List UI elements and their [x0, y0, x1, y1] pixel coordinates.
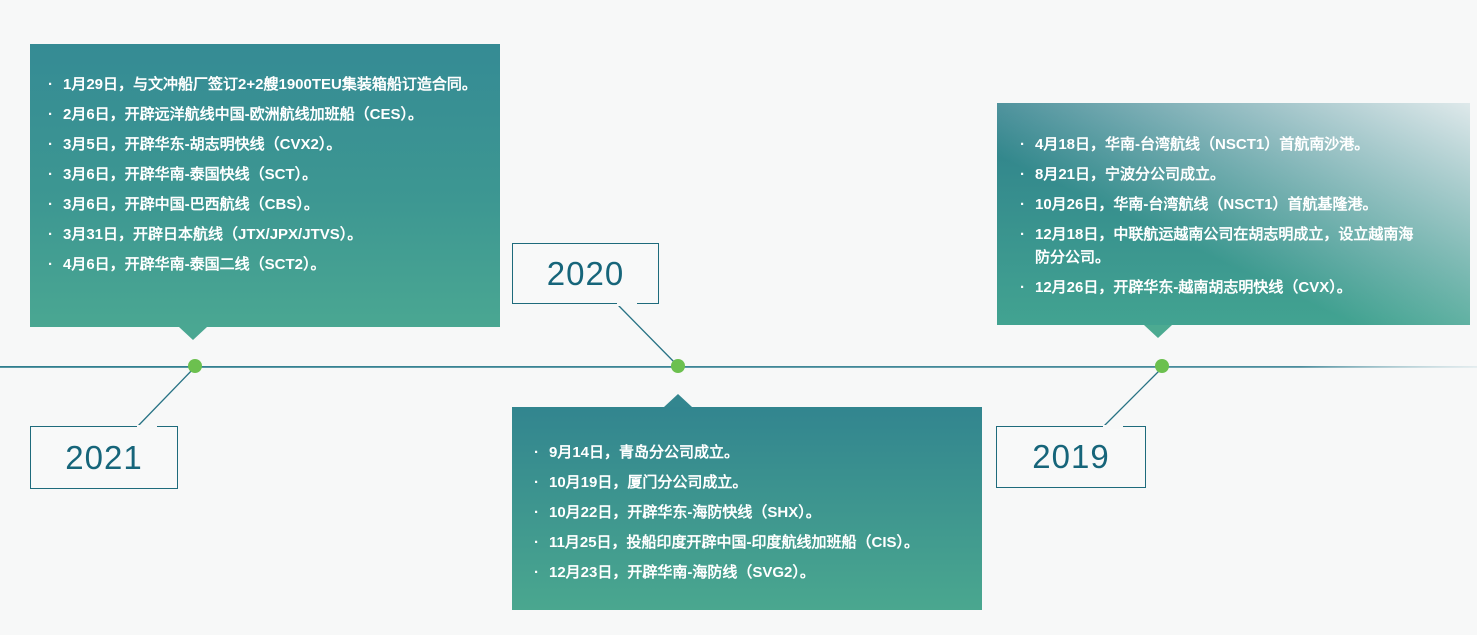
event-text: 2月6日，开辟远洋航线中国-欧洲航线加班船（CES）。 — [63, 106, 424, 123]
bullet-dot-icon: · — [48, 106, 53, 123]
bullet-dot-icon: · — [534, 564, 539, 581]
timeline-dot-2019 — [1155, 359, 1169, 373]
event-text: 9月14日，青岛分公司成立。 — [549, 444, 740, 461]
label-border-notch — [617, 301, 637, 306]
event-text: 12月26日，开辟华东-越南胡志明快线（CVX）。 — [1035, 279, 1352, 296]
bullet-dot-icon: · — [48, 166, 53, 183]
event-list-2021: · 1月29日，与文冲船厂签订2+2艘1900TEU集装箱船订造合同。 · 2月… — [48, 73, 484, 276]
event-text: 8月21日，宁波分公司成立。 — [1035, 166, 1226, 183]
bullet-dot-icon: · — [534, 444, 539, 461]
bullet-dot-icon: · — [48, 226, 53, 243]
bullet-dot-icon: · — [534, 534, 539, 551]
event-card-2019: · 4月18日，华南-台湾航线（NSCT1）首航南沙港。 · 8月21日，宁波分… — [997, 103, 1470, 338]
bullet-dot-icon: · — [1020, 136, 1025, 153]
event-list-2020: · 9月14日，青岛分公司成立。 · 10月19日，厦门分公司成立。 · 10月… — [534, 441, 952, 584]
bullet-dot-icon: · — [48, 196, 53, 213]
leader-line-2019 — [1102, 366, 1164, 428]
timeline-dot-2020 — [671, 359, 685, 373]
bullet-dot-icon: · — [1020, 166, 1025, 183]
label-border-notch — [1103, 424, 1123, 429]
bullet-dot-icon: · — [48, 256, 53, 273]
event-text: 1月29日，与文冲船厂签订2+2艘1900TEU集装箱船订造合同。 — [63, 76, 477, 93]
event-card-2021: · 1月29日，与文冲船厂签订2+2艘1900TEU集装箱船订造合同。 · 2月… — [30, 44, 500, 340]
event-text: 10月19日，厦门分公司成立。 — [549, 474, 748, 491]
event-text: 3月31日，开辟日本航线（JTX/JPX/JTVS）。 — [63, 226, 363, 243]
event-item: · 10月19日，厦门分公司成立。 — [534, 471, 952, 494]
bullet-dot-icon: · — [48, 76, 53, 93]
event-item: · 1月29日，与文冲船厂签订2+2艘1900TEU集装箱船订造合同。 — [48, 73, 484, 96]
event-item: · 3月6日，开辟中国-巴西航线（CBS）。 — [48, 193, 484, 216]
event-item: · 4月18日，华南-台湾航线（NSCT1）首航南沙港。 — [1020, 133, 1425, 156]
bullet-dot-icon: · — [1020, 226, 1025, 243]
card-pointer-2019 — [1144, 325, 1172, 338]
event-item: · 3月31日，开辟日本航线（JTX/JPX/JTVS）。 — [48, 223, 484, 246]
year-text: 2021 — [65, 438, 143, 476]
year-label-2021: 2021 — [30, 424, 178, 489]
bullet-dot-icon: · — [1020, 196, 1025, 213]
event-item: · 8月21日，宁波分公司成立。 — [1020, 163, 1425, 186]
event-item: · 12月26日，开辟华东-越南胡志明快线（CVX）。 — [1020, 276, 1425, 299]
label-border-notch — [137, 424, 157, 429]
bullet-dot-icon: · — [534, 504, 539, 521]
event-card-2020: · 9月14日，青岛分公司成立。 · 10月19日，厦门分公司成立。 · 10月… — [512, 394, 982, 610]
event-item: · 10月22日，开辟华东-海防快线（SHX）。 — [534, 501, 952, 524]
leader-line-2021 — [136, 366, 196, 428]
event-item: · 12月18日，中联航运越南公司在胡志明成立，设立越南海防分公司。 — [1020, 223, 1425, 269]
year-text: 2020 — [546, 254, 625, 292]
event-item: · 3月5日，开辟华东-胡志明快线（CVX2）。 — [48, 133, 484, 156]
event-item: · 11月25日，投船印度开辟中国-印度航线加班船（CIS）。 — [534, 531, 952, 554]
year-label-2019: 2019 — [996, 424, 1146, 488]
card-pointer-2020 — [664, 394, 692, 407]
leader-line-2020 — [617, 304, 679, 367]
event-list-2019: · 4月18日，华南-台湾航线（NSCT1）首航南沙港。 · 8月21日，宁波分… — [1020, 133, 1425, 299]
event-item: · 12月23日，开辟华南-海防线（SVG2）。 — [534, 561, 952, 584]
card-pointer-2021 — [179, 327, 207, 340]
bullet-dot-icon: · — [1020, 279, 1025, 296]
event-text: 11月25日，投船印度开辟中国-印度航线加班船（CIS）。 — [549, 534, 920, 551]
event-text: 12月23日，开辟华南-海防线（SVG2）。 — [549, 564, 815, 581]
event-text: 4月18日，华南-台湾航线（NSCT1）首航南沙港。 — [1035, 136, 1370, 153]
bullet-dot-icon: · — [48, 136, 53, 153]
event-item: · 2月6日，开辟远洋航线中国-欧洲航线加班船（CES）。 — [48, 103, 484, 126]
event-text: 4月6日，开辟华南-泰国二线（SCT2）。 — [63, 256, 326, 273]
event-text: 10月22日，开辟华东-海防快线（SHX）。 — [549, 504, 821, 521]
event-item: · 3月6日，开辟华南-泰国快线（SCT）。 — [48, 163, 484, 186]
year-label-2020: 2020 — [512, 243, 659, 306]
event-item: · 10月26日，华南-台湾航线（NSCT1）首航基隆港。 — [1020, 193, 1425, 216]
event-text: 3月6日，开辟华南-泰国快线（SCT）。 — [63, 166, 318, 183]
bullet-dot-icon: · — [534, 474, 539, 491]
event-text: 12月18日，中联航运越南公司在胡志明成立，设立越南海防分公司。 — [1035, 226, 1414, 266]
event-item: · 4月6日，开辟华南-泰国二线（SCT2）。 — [48, 253, 484, 276]
event-text: 3月5日，开辟华东-胡志明快线（CVX2）。 — [63, 136, 342, 153]
event-item: · 9月14日，青岛分公司成立。 — [534, 441, 952, 464]
timeline-axis-line — [0, 366, 1477, 368]
timeline-dot-2021 — [188, 359, 202, 373]
event-text: 3月6日，开辟中国-巴西航线（CBS）。 — [63, 196, 319, 213]
year-text: 2019 — [1032, 438, 1110, 475]
event-text: 10月26日，华南-台湾航线（NSCT1）首航基隆港。 — [1035, 196, 1378, 213]
